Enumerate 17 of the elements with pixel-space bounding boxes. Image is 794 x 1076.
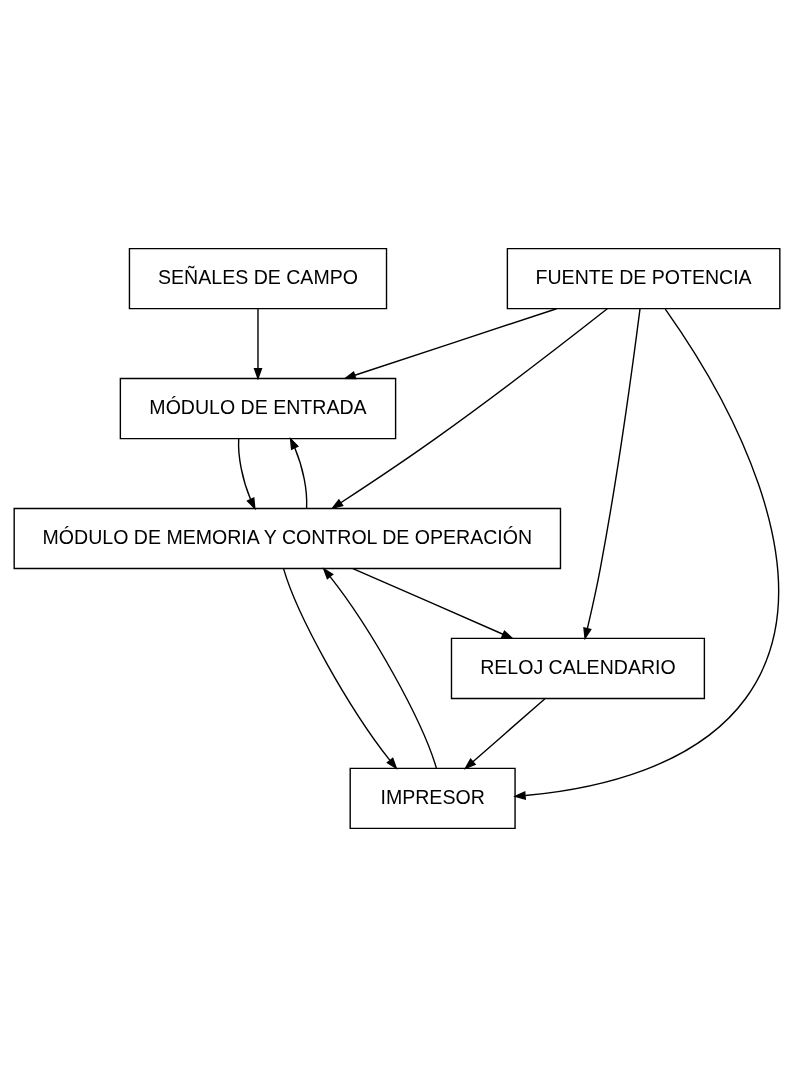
node-box: RELOJ CALENDARIO <box>450 637 706 699</box>
arrow <box>343 307 558 379</box>
arrow <box>513 307 780 800</box>
arrow <box>330 307 608 509</box>
arrow <box>289 436 308 509</box>
node-box: FUENTE DE POTENCIA <box>506 247 781 309</box>
arrow <box>322 566 438 769</box>
node-box: IMPRESOR <box>349 767 516 829</box>
node-box: MÓDULO DE MEMORIA Y CONTROL DE OPERACIÓN <box>13 507 562 569</box>
arrow <box>237 437 256 510</box>
arrow <box>583 307 641 640</box>
node-box: MÓDULO DE ENTRADA <box>119 377 397 439</box>
arrow <box>253 307 263 381</box>
arrow <box>352 567 514 639</box>
arrow <box>463 697 546 770</box>
node-box: SEÑALES DE CAMPO <box>128 247 388 309</box>
arrow <box>282 567 398 770</box>
